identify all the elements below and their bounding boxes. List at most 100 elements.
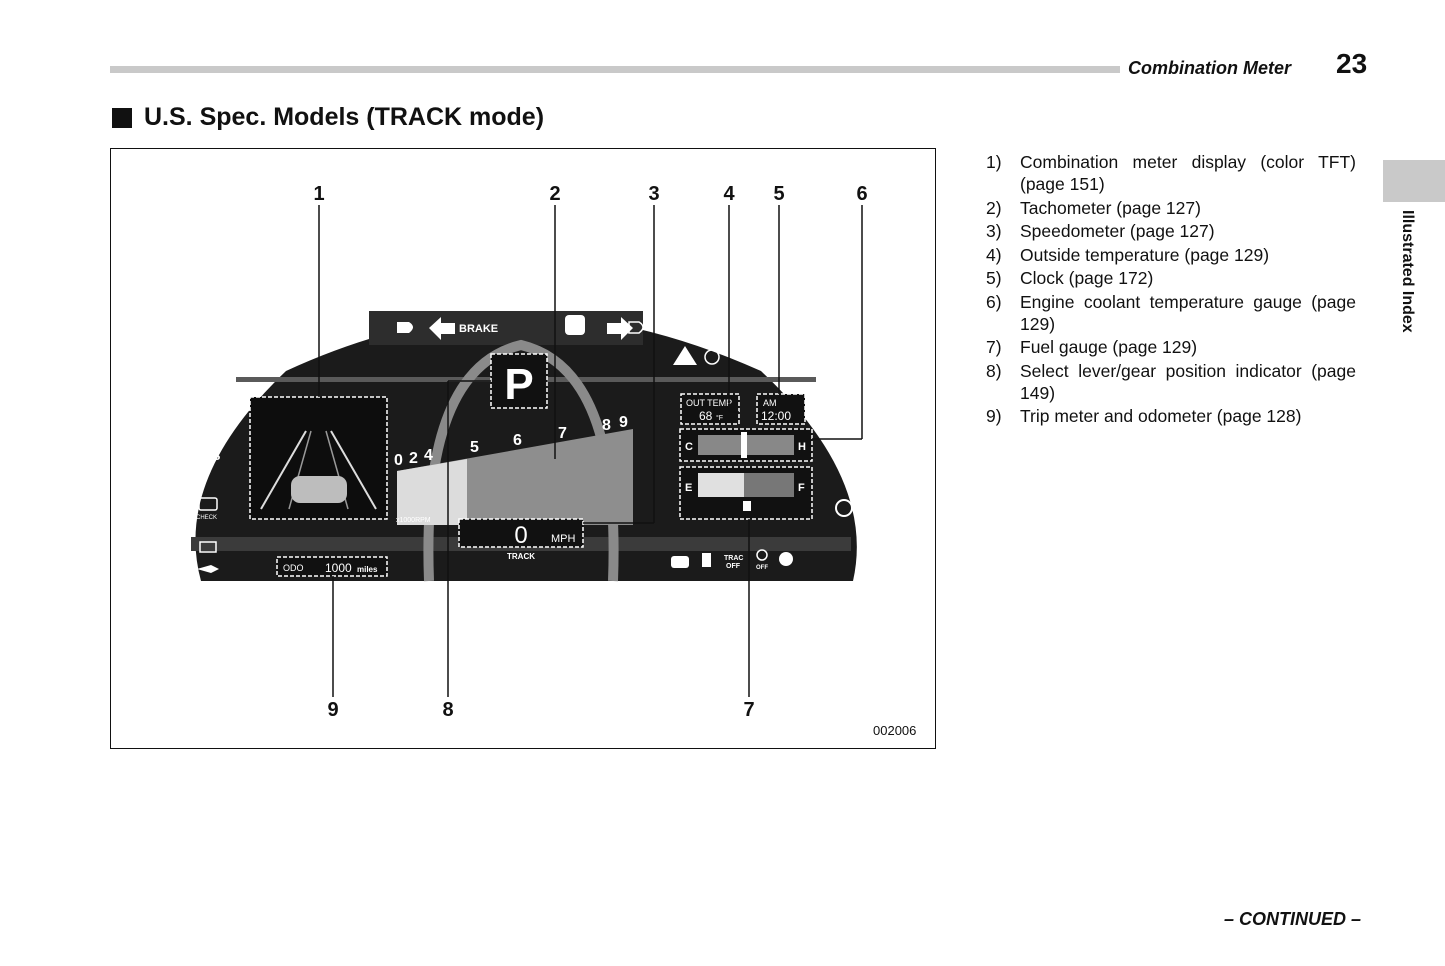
coolant-high-label: H bbox=[798, 441, 806, 453]
callout-item-text: Outside temperature (page 129) bbox=[1020, 244, 1270, 265]
odometer-box bbox=[276, 556, 388, 577]
page-number: 23 bbox=[1336, 48, 1368, 79]
fuel-low-label: E bbox=[685, 482, 692, 494]
low-fuel-icon bbox=[702, 553, 711, 567]
security-car-icon bbox=[671, 556, 689, 568]
callout-item-number: 8) bbox=[986, 360, 1002, 381]
callout-item: 3) Speedometer (page 127) bbox=[986, 220, 1356, 242]
side-tab bbox=[1383, 160, 1445, 202]
callout-item: 2) Tachometer (page 127) bbox=[986, 197, 1356, 219]
coolant-low-label: C bbox=[685, 441, 693, 453]
rpm-tick-6: 6 bbox=[513, 432, 522, 449]
warning-triangle-icon bbox=[673, 346, 697, 365]
callout-item: 5) Clock (page 172) bbox=[986, 267, 1356, 289]
callout-number-1: 1 bbox=[313, 183, 324, 205]
callout-item-number: 3) bbox=[986, 221, 1002, 241]
combination-meter-illustration: BRAKE ABS CHECK 0 2 4 5 6 7 8 9 x1000RPM bbox=[191, 183, 868, 721]
vsc-off-label: OFF bbox=[756, 565, 768, 571]
callout-number-7: 7 bbox=[743, 699, 754, 721]
callout-item-number: 5) bbox=[986, 268, 1002, 288]
callout-item-number: 2) bbox=[986, 197, 1002, 218]
gear-indicator-box bbox=[490, 353, 548, 409]
callout-item: 4) Outside temperature (page 129) bbox=[986, 244, 1356, 266]
power-steering-icon bbox=[835, 499, 853, 517]
skid-icon bbox=[565, 315, 585, 335]
out-temp-label: OUT TEMP bbox=[686, 398, 732, 408]
callout-item-text: Clock (page 172) bbox=[1020, 268, 1154, 288]
rpm-tick-7: 7 bbox=[558, 425, 567, 442]
callout-number-8: 8 bbox=[442, 699, 453, 721]
continued-label: – CONTINUED – bbox=[1224, 909, 1362, 929]
callout-list: 1) Combination meter display (color TFT)… bbox=[986, 151, 1356, 429]
rpm-tick-4: 4 bbox=[424, 447, 433, 464]
check-engine-icon bbox=[198, 497, 218, 511]
coolant-temp-icon bbox=[841, 451, 855, 468]
check-label: CHECK bbox=[196, 515, 217, 521]
callout-item: 7) Fuel gauge (page 129) bbox=[986, 336, 1356, 358]
callout-leader-lines bbox=[318, 205, 863, 697]
callout-number-5: 5 bbox=[773, 183, 784, 205]
out-temp-unit: °F bbox=[716, 414, 723, 422]
figure-code: 002006 bbox=[873, 723, 917, 738]
coolant-gauge-needle bbox=[741, 432, 747, 458]
rpm-tick-5: 5 bbox=[470, 439, 479, 456]
callout-number-2: 2 bbox=[549, 183, 560, 205]
headlight-icon bbox=[397, 322, 413, 333]
callout-item-text: Tachometer (page 127) bbox=[1020, 197, 1201, 218]
rpm-tick-9: 9 bbox=[619, 414, 628, 431]
callout-item-text: Speedometer (page 127) bbox=[1020, 221, 1215, 241]
rpm-tick-0: 0 bbox=[394, 452, 403, 469]
callout-number-6: 6 bbox=[856, 183, 867, 205]
section-title-text: U.S. Spec. Models (TRACK mode) bbox=[144, 103, 545, 131]
airbag-icon bbox=[779, 552, 793, 566]
side-tab-label: Illustrated Index bbox=[1399, 210, 1416, 333]
tachometer-bar-light bbox=[397, 459, 467, 525]
abs-label: ABS bbox=[195, 449, 220, 463]
callout-item-number: 4) bbox=[986, 244, 1002, 265]
fuel-high-label: F bbox=[798, 482, 805, 494]
callout-item-number: 7) bbox=[986, 337, 1002, 357]
figure-frame: BRAKE ABS CHECK 0 2 4 5 6 7 8 9 x1000RPM bbox=[110, 148, 936, 749]
callout-item-text: Engine coolant temperature gauge (page 1… bbox=[1020, 291, 1356, 334]
rpm-unit: x1000RPM bbox=[396, 517, 431, 524]
high-beam-icon bbox=[628, 321, 644, 334]
callout-item: 8) Select lever/gear position indicator … bbox=[986, 360, 1356, 404]
speed-value: 0 bbox=[514, 522, 527, 549]
road-lanes bbox=[260, 430, 377, 510]
callout-item-text: Trip meter and odometer (page 128) bbox=[1020, 406, 1302, 426]
odo-label: ODO bbox=[283, 563, 304, 573]
clock-ampm: AM bbox=[763, 398, 777, 408]
seatbelt-icon bbox=[704, 349, 720, 365]
callout-number-3: 3 bbox=[648, 183, 659, 205]
car-icon bbox=[291, 476, 347, 503]
speedometer-box bbox=[458, 518, 584, 548]
header-title: Combination Meter bbox=[1128, 58, 1292, 78]
callout-item: 9) Trip meter and odometer (page 128) bbox=[986, 405, 1356, 427]
rpm-tick-8: 8 bbox=[602, 417, 611, 434]
section-title: U.S. Spec. Models (TRACK mode) bbox=[112, 103, 544, 132]
callout-number-4: 4 bbox=[723, 183, 735, 205]
gear-indicator: P bbox=[504, 360, 533, 409]
rpm-tick-2: 2 bbox=[409, 450, 418, 467]
out-temp-value: 68 bbox=[699, 409, 713, 423]
odo-unit: miles bbox=[357, 565, 378, 574]
callout-item-text: Combination meter display (color TFT) (p… bbox=[1020, 152, 1356, 194]
left-turn-arrow-icon bbox=[429, 317, 455, 340]
vsc-icon bbox=[756, 549, 768, 561]
brake-label: BRAKE bbox=[459, 323, 498, 335]
callout-item-number: 1) bbox=[986, 152, 1002, 172]
callout-number-9: 9 bbox=[327, 699, 338, 721]
section-square-icon bbox=[112, 107, 132, 128]
clock-box bbox=[756, 393, 806, 425]
battery-icon bbox=[199, 541, 217, 553]
fuel-gauge-level bbox=[698, 473, 744, 497]
cluster-top-band bbox=[369, 311, 643, 345]
header-rule bbox=[110, 66, 1120, 73]
odo-value: 1000 bbox=[325, 561, 352, 575]
right-turn-arrow-icon bbox=[607, 317, 633, 340]
callout-item-text: Fuel gauge (page 129) bbox=[1020, 337, 1198, 357]
mode-label: TRACK bbox=[507, 552, 535, 561]
trac-off-label-bottom: OFF bbox=[726, 563, 741, 570]
callout-item-number: 9) bbox=[986, 406, 1002, 426]
clock-time: 12:00 bbox=[761, 409, 791, 423]
